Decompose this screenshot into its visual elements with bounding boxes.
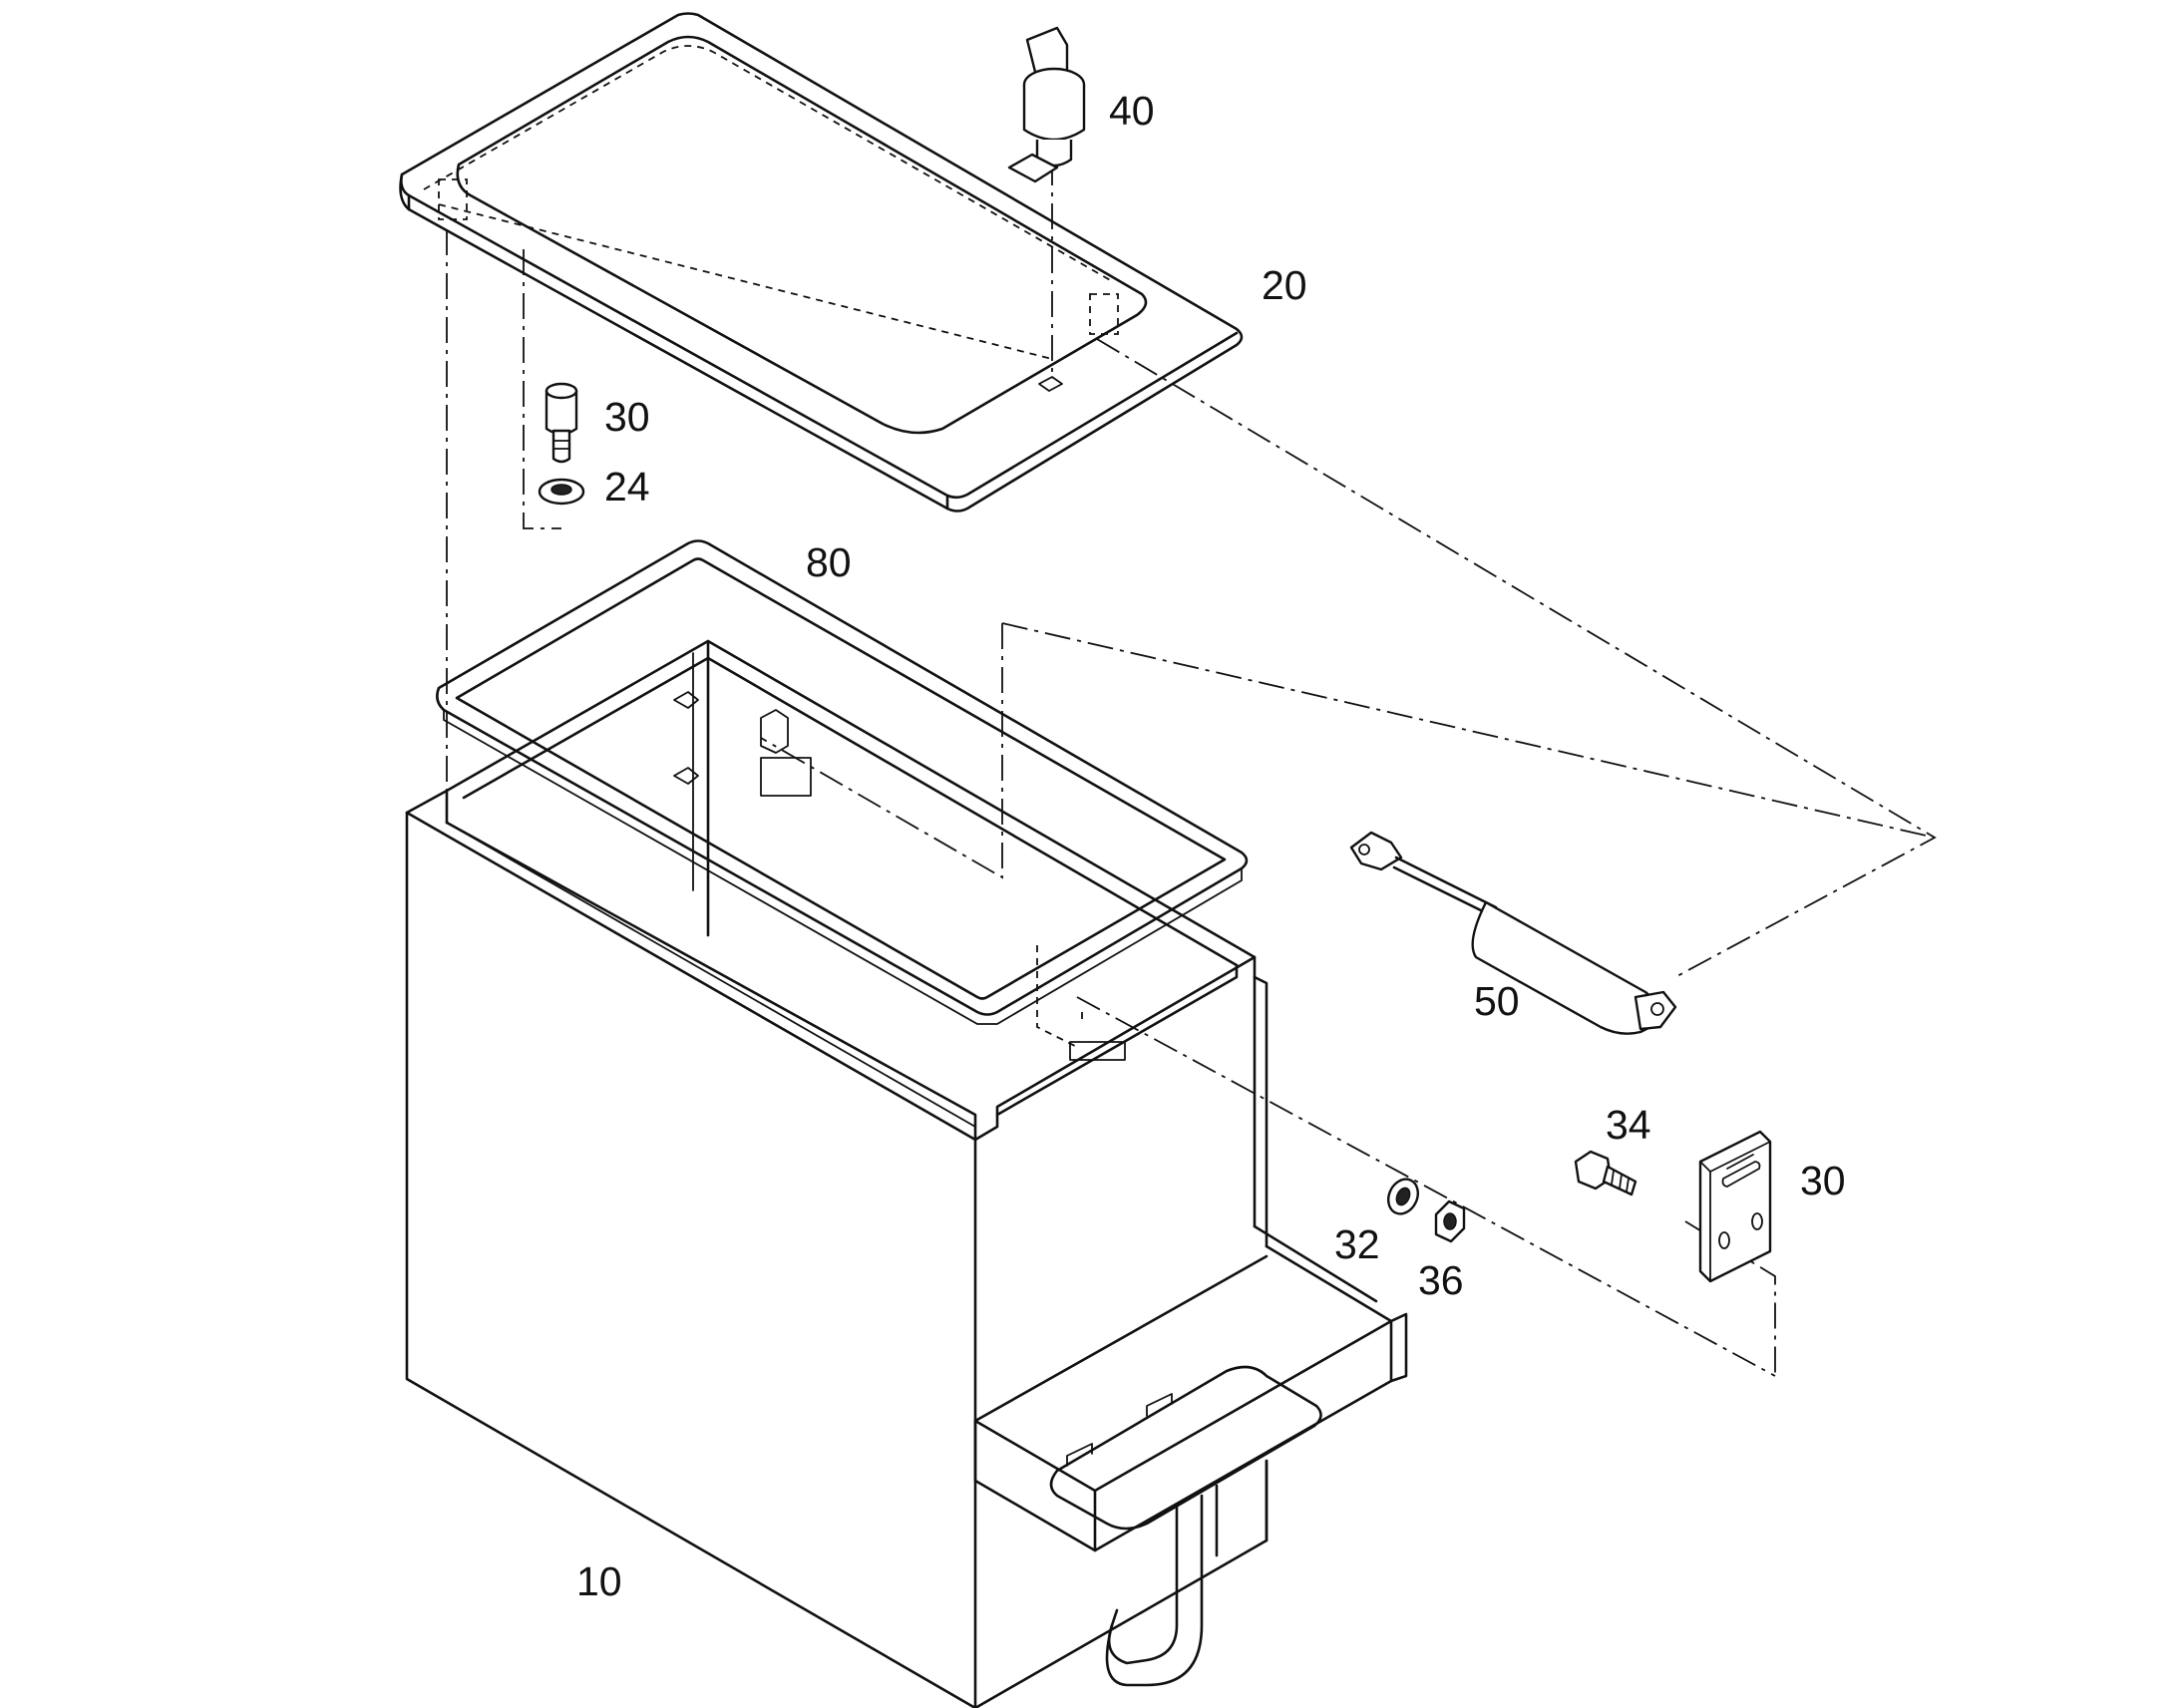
bolt-34 xyxy=(1574,1150,1637,1196)
nut-36 xyxy=(1434,1199,1466,1243)
callout-labels: 40 20 30 24 80 50 34 30 32 36 10 xyxy=(576,88,1846,1604)
bottom-tray-bracket xyxy=(973,1224,1408,1687)
gas-spring xyxy=(1349,831,1677,1035)
gasket xyxy=(436,539,1249,1025)
washer-22 xyxy=(538,478,585,506)
key-lock xyxy=(1007,26,1086,183)
callout-50: 50 xyxy=(1474,978,1520,1024)
callout-34: 34 xyxy=(1606,1102,1651,1148)
callout-22: 24 xyxy=(604,464,650,510)
callout-20: 20 xyxy=(1262,262,1307,308)
callout-32: 32 xyxy=(1334,1221,1380,1267)
washer-32 xyxy=(1387,1178,1419,1215)
lid xyxy=(399,12,1244,512)
callout-10: 10 xyxy=(576,1558,622,1604)
callout-24: 30 xyxy=(604,394,650,440)
callout-80: 80 xyxy=(806,539,852,585)
callout-36: 36 xyxy=(1418,1257,1464,1303)
callout-40: 40 xyxy=(1109,88,1155,134)
cap-screw xyxy=(545,382,578,464)
housing xyxy=(405,639,1269,1708)
callout-30: 30 xyxy=(1800,1158,1846,1203)
striker-plate xyxy=(1698,1130,1772,1283)
